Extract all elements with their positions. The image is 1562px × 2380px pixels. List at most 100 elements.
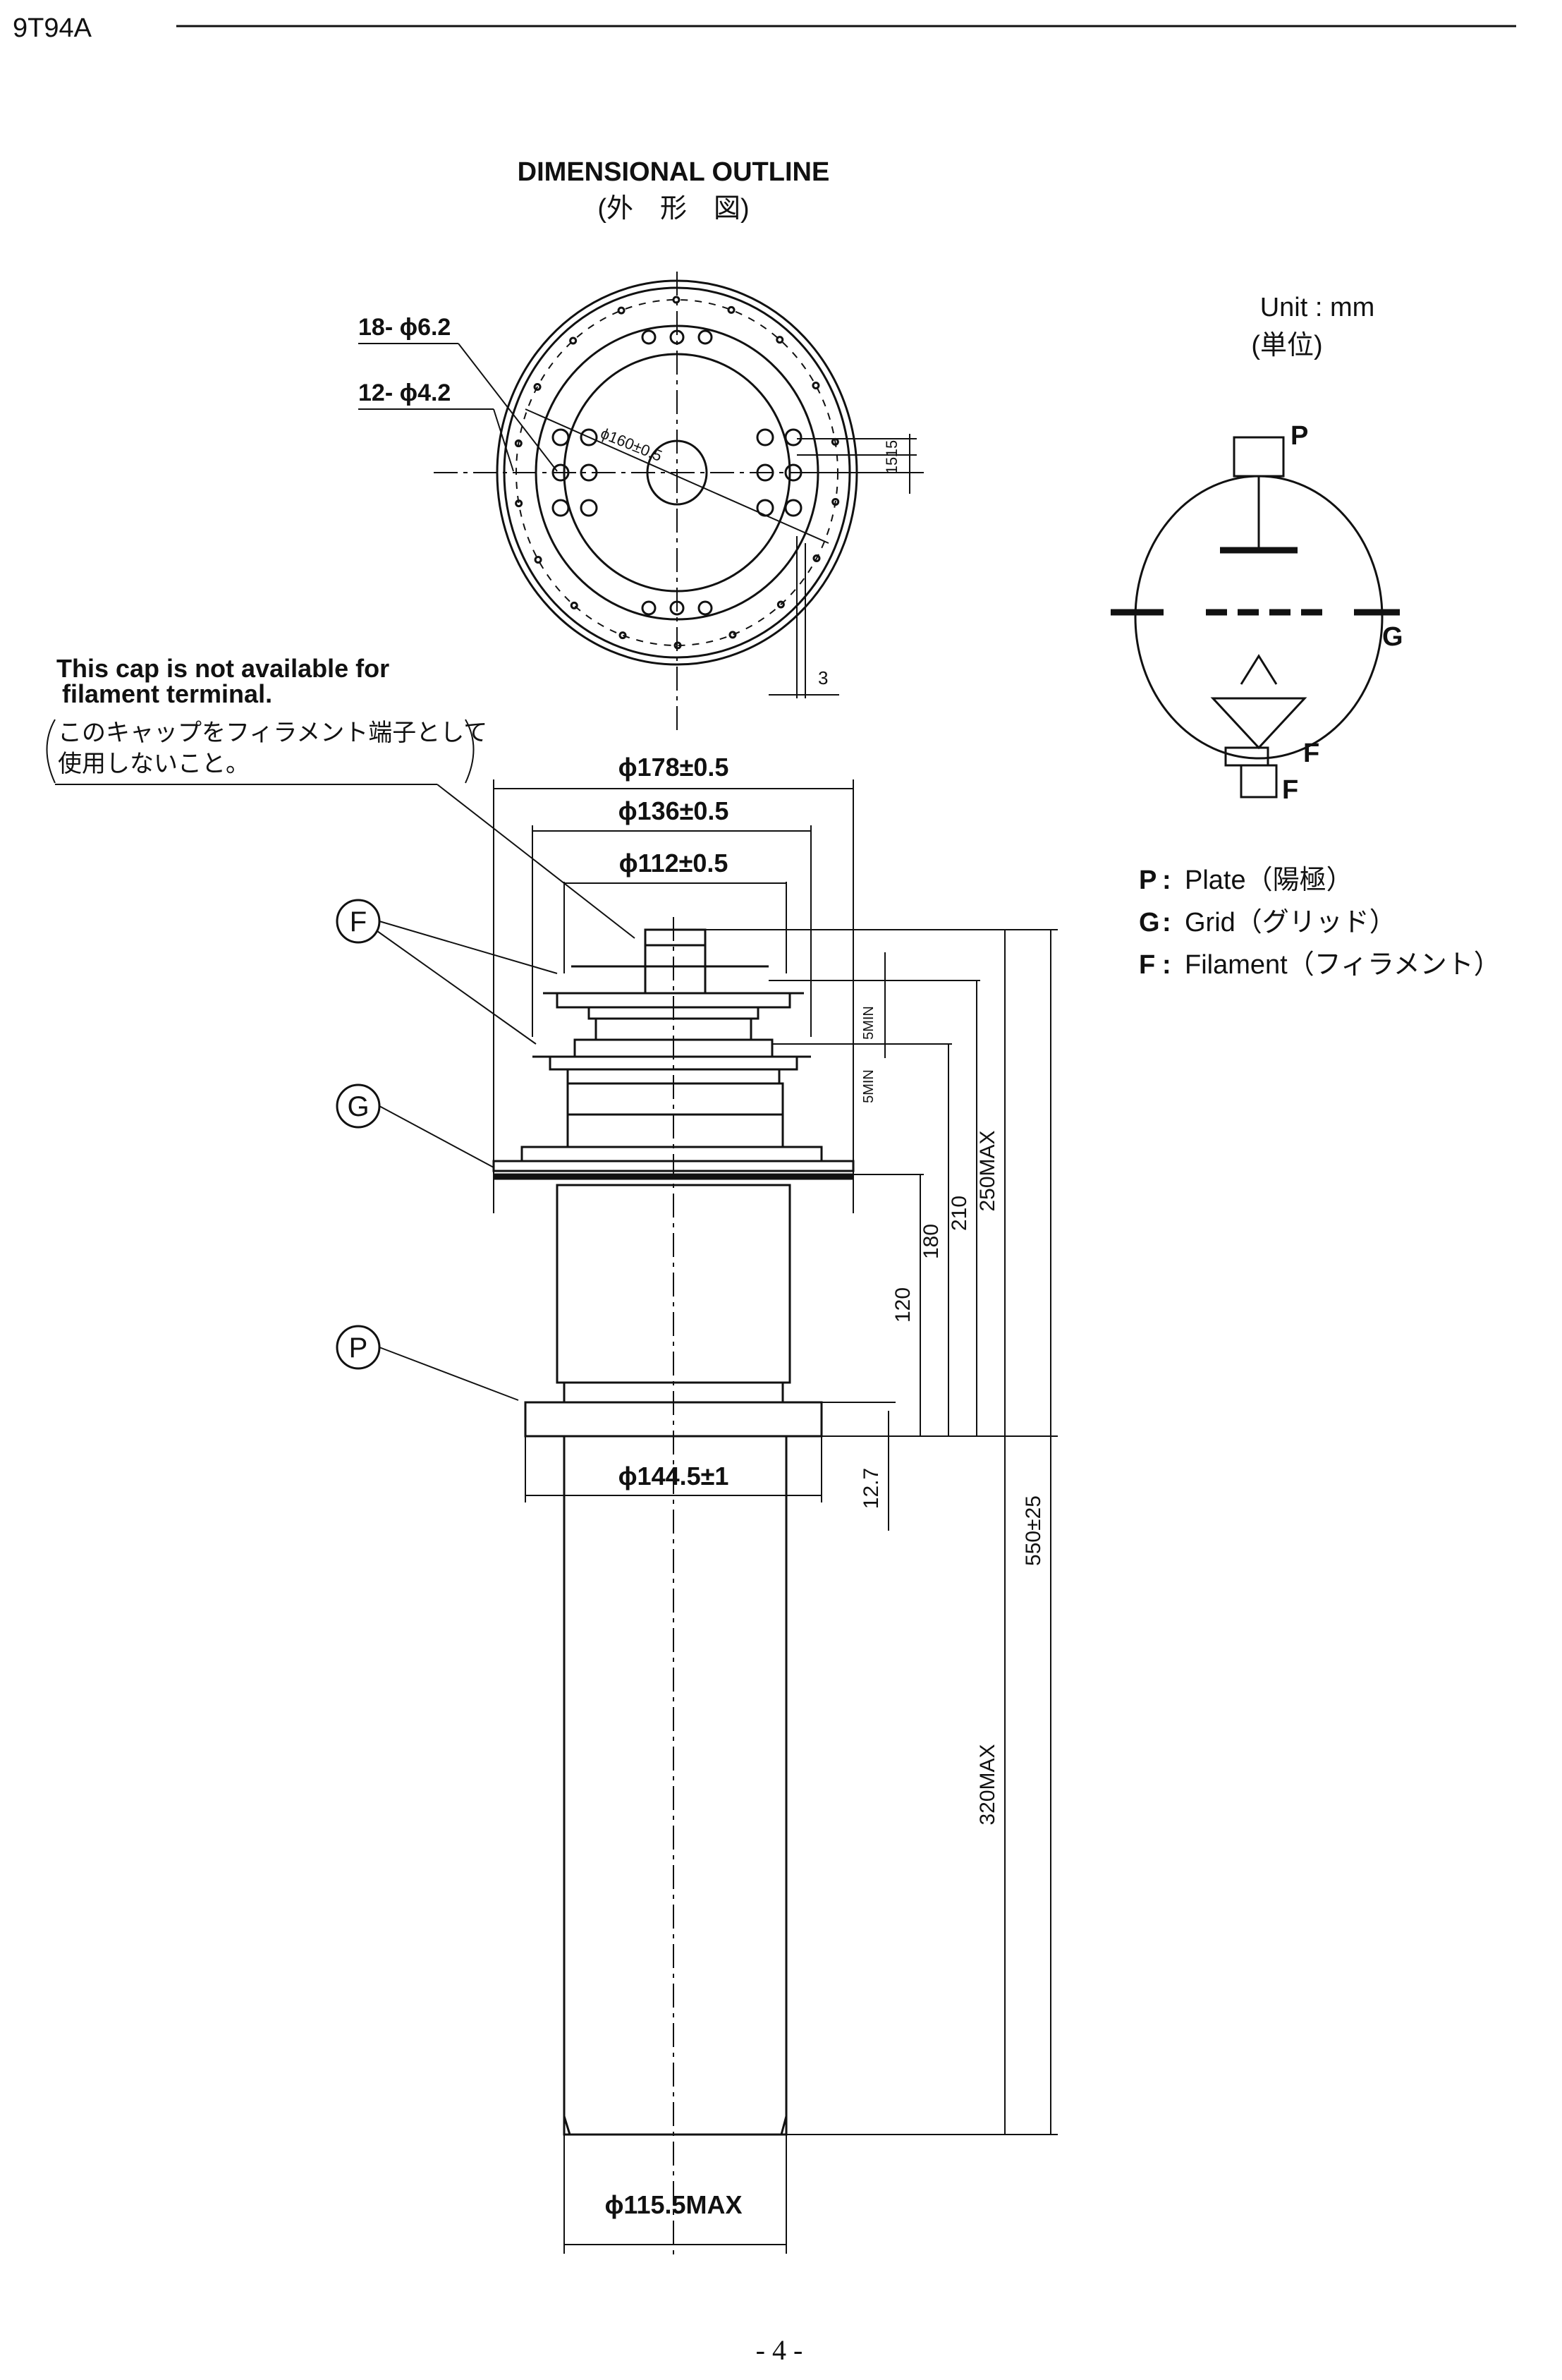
drawing-title: DIMENSIONAL OUTLINE [518, 157, 830, 187]
bolt-circle-dot [728, 631, 737, 639]
note-jp-line2: 使用しないこと。 [58, 751, 250, 777]
schematic-filament [1210, 654, 1307, 750]
callout-f-leader-2 [377, 930, 537, 1045]
bolt-circle-dot [570, 601, 578, 609]
cap-note: This cap is not available for filament t… [46, 654, 635, 939]
schematic-label-f1: F [1303, 739, 1319, 768]
spacing-b-label: 15 [883, 457, 901, 474]
legend-p-text: Plate（陽極） [1185, 866, 1353, 895]
callout-f-label: F [350, 906, 367, 937]
bolt-circle-dot [569, 336, 578, 345]
schematic-filament-pins [1240, 764, 1278, 799]
tube-schematic: P G F F [1111, 421, 1403, 805]
mounting-hole [641, 329, 657, 345]
legend-p-key: P [1139, 866, 1157, 895]
legend-f-text: Filament（フィラメント） [1185, 950, 1501, 980]
legend-g-sep: : [1162, 908, 1171, 937]
top-view: 18- ϕ6.2 12- ϕ4.2 ϕ160±0.5 15 15 3 [358, 272, 924, 730]
schematic-label-p: P [1291, 421, 1308, 451]
callout-f-leader-1 [379, 921, 558, 974]
schematic-plate-cap [1233, 436, 1285, 478]
dim-250-label: 250MAX [976, 1130, 999, 1211]
offset-label: 3 [818, 667, 828, 688]
min-a-label: 5MIN [861, 1006, 877, 1040]
bolt-circle-dot [617, 306, 626, 315]
mounting-hole [697, 329, 713, 345]
dim-180-label: 180 [920, 1224, 943, 1259]
callout-g-leader [379, 1105, 494, 1168]
mounting-hole [784, 428, 803, 447]
mounting-hole [697, 600, 713, 616]
side-view: ϕ178±0.5 ϕ136±0.5 ϕ112±0.5 ϕ144.5±1 [492, 753, 1058, 2257]
mounting-hole [669, 329, 685, 345]
dim-320-label: 320MAX [976, 1744, 999, 1825]
mounting-hole [580, 463, 598, 482]
unit-label: Unit : mm [1260, 293, 1375, 322]
mounting-hole [641, 600, 657, 616]
note-leader [437, 784, 635, 939]
bolt-circle-dot [727, 305, 736, 314]
mounting-hole [580, 499, 598, 517]
grid-flange [492, 1160, 855, 1172]
callout-p-label: P [349, 1332, 368, 1364]
plate-cap [644, 928, 707, 995]
bolt-circle-dot [514, 439, 523, 448]
mounting-holes [514, 296, 840, 650]
legend-g-key: G [1139, 908, 1160, 937]
dim-178-label: ϕ178±0.5 [618, 753, 729, 782]
mounting-hole [756, 463, 774, 482]
pcd-dimension-line [525, 408, 829, 544]
spacing-a-label: 15 [883, 440, 901, 457]
dim-1445-label: ϕ144.5±1 [618, 1462, 729, 1490]
holes-large-leader [458, 343, 558, 472]
mounting-hole [551, 428, 570, 447]
note-bracket-right [465, 719, 475, 784]
bolt-circle-dot [812, 554, 821, 563]
dim-120-label: 120 [891, 1287, 915, 1323]
callout-p-leader [379, 1347, 519, 1401]
note-en-line1: This cap is not available for [56, 654, 389, 683]
legend-p-sep: : [1162, 866, 1171, 895]
bolt-circle-dot [672, 296, 681, 304]
callouts: F G P [336, 899, 558, 1401]
bolt-circle-dot [534, 555, 542, 564]
holes-small-label: 12- ϕ4.2 [358, 380, 451, 406]
bolt-circle-dot [812, 382, 820, 390]
bolt-circle-dot [673, 641, 682, 650]
unit-label-jp: (単位) [1251, 331, 1322, 360]
note-bracket-left [46, 719, 56, 784]
bolt-circle-dot [831, 497, 840, 506]
bolt-circle-dot [776, 336, 784, 344]
legend-f-key: F [1139, 950, 1155, 980]
mounting-hole [669, 600, 685, 616]
mounting-hole [580, 428, 598, 447]
dim-112-label: ϕ112±0.5 [619, 849, 728, 878]
dim-210-label: 210 [948, 1196, 971, 1231]
mounting-hole [784, 499, 803, 517]
bolt-circle-dot [533, 382, 542, 391]
holes-small-leader [493, 408, 514, 472]
min-b-label: 5MIN [861, 1069, 877, 1103]
page-number: - 4 - [756, 2334, 803, 2366]
dim-1155-label: ϕ115.5MAX [604, 2190, 742, 2219]
legend-f-sep: : [1162, 950, 1171, 980]
drawing-title-jp: (外 形 図) [597, 194, 749, 224]
callout-g-label: G [347, 1091, 369, 1122]
mounting-hole [551, 463, 570, 482]
schematic-label-f2: F [1282, 775, 1298, 805]
legend: P : Plate（陽極） G : Grid（グリッド） F : Filamen… [1139, 866, 1501, 980]
dim-127-label: 12.7 [860, 1468, 883, 1509]
pcd-label: ϕ160±0.5 [598, 424, 664, 465]
plate-body-lower [563, 1435, 788, 2136]
note-en-line2: filament terminal. [62, 679, 272, 708]
dim-550-label: 550±25 [1022, 1495, 1045, 1566]
holes-large-label: 18- ϕ6.2 [358, 314, 451, 341]
bolt-circle-dot [618, 631, 627, 640]
model-number: 9T94A [13, 13, 92, 43]
schematic-label-g: G [1382, 622, 1403, 652]
mounting-hole [551, 499, 570, 517]
bolt-circle-dot [776, 600, 785, 609]
mounting-hole [756, 428, 774, 447]
note-jp-line1: このキャップをフィラメント端子として [58, 720, 487, 746]
